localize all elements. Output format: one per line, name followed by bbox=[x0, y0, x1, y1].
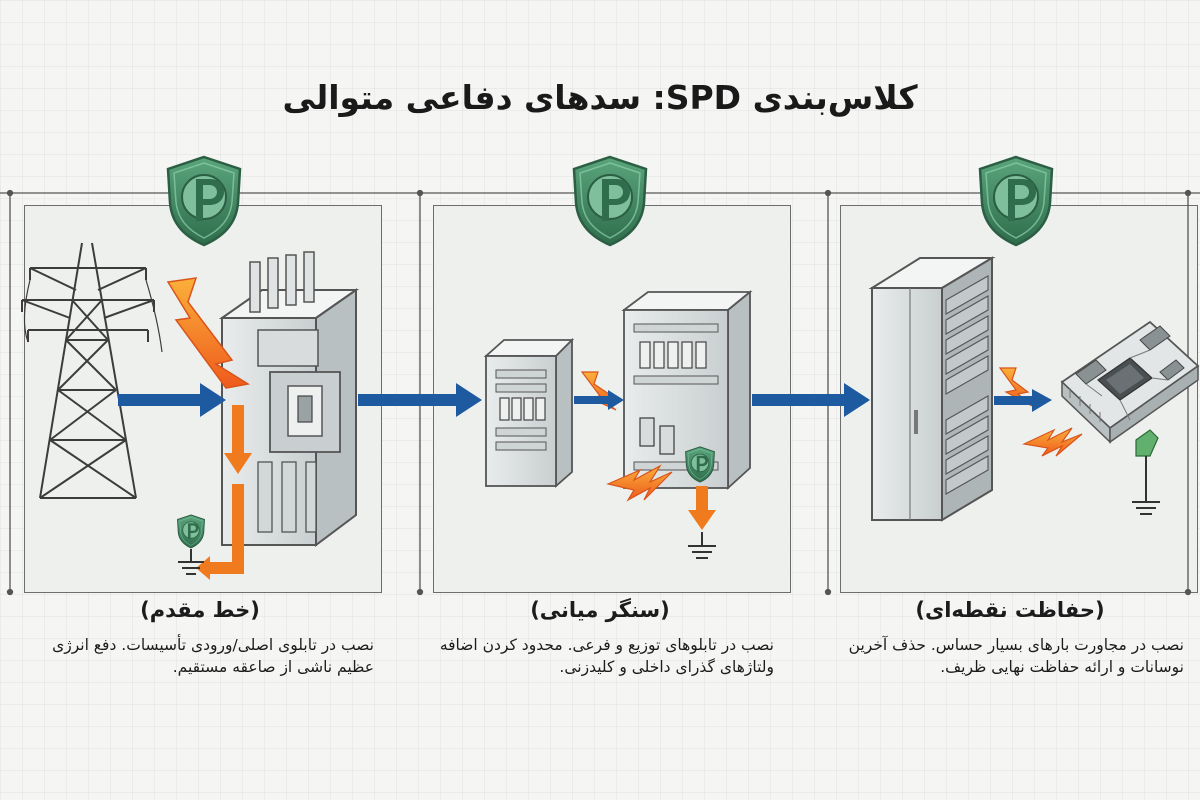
shield-icon bbox=[166, 155, 242, 247]
transmission-tower-icon bbox=[21, 242, 163, 499]
stage-description: نصب در تابلوهای توزیع و فرعی. محدود کردن… bbox=[439, 636, 774, 677]
stage-title: (خط مقدم) bbox=[140, 598, 260, 622]
stage-description: نصب در تابلوی اصلی/ورودی تأسیسات. دفع ان… bbox=[52, 636, 374, 677]
stage-description: نصب در مجاورت بارهای بسیار حساس. حذف آخر… bbox=[848, 636, 1184, 677]
sub-distribution-board-icon bbox=[483, 337, 575, 488]
stage-caption-2: (سنگر میانی) نصب در تابلوهای توزیع و فرع… bbox=[420, 598, 780, 679]
flow-arrow bbox=[994, 389, 1052, 412]
ground-icon bbox=[688, 532, 716, 559]
shield-icon bbox=[177, 514, 205, 549]
surge-lightning-icon bbox=[166, 277, 251, 389]
flow-arrow bbox=[118, 383, 226, 417]
flow-arrow bbox=[574, 390, 624, 410]
flow-arrow bbox=[358, 383, 482, 417]
frame-lines bbox=[0, 189, 1200, 596]
diagram-title: کلاس‌بندی SPD: سدهای دفاعی متوالی bbox=[282, 78, 918, 117]
stage-title: (حفاظت نقطه‌ای) bbox=[915, 598, 1105, 622]
stage-title: (سنگر میانی) bbox=[530, 598, 670, 622]
stage-caption-3: (حفاظت نقطه‌ای) نصب در مجاورت بارهای بسی… bbox=[830, 598, 1190, 679]
ground-icon bbox=[178, 549, 204, 575]
ground-icon bbox=[1132, 456, 1160, 515]
shield-icon bbox=[978, 155, 1054, 247]
flow-arrow bbox=[752, 383, 870, 417]
circuit-board-icon bbox=[1060, 320, 1200, 457]
surge-discharge-arrow bbox=[196, 405, 252, 580]
surge-lightning-icon bbox=[998, 367, 1083, 457]
stage-caption-1: (خط مقدم) نصب در تابلوی اصلی/ورودی تأسیس… bbox=[20, 598, 380, 679]
shield-icon bbox=[572, 155, 648, 247]
server-rack-icon bbox=[868, 256, 996, 522]
surge-discharge-arrow bbox=[688, 486, 716, 530]
